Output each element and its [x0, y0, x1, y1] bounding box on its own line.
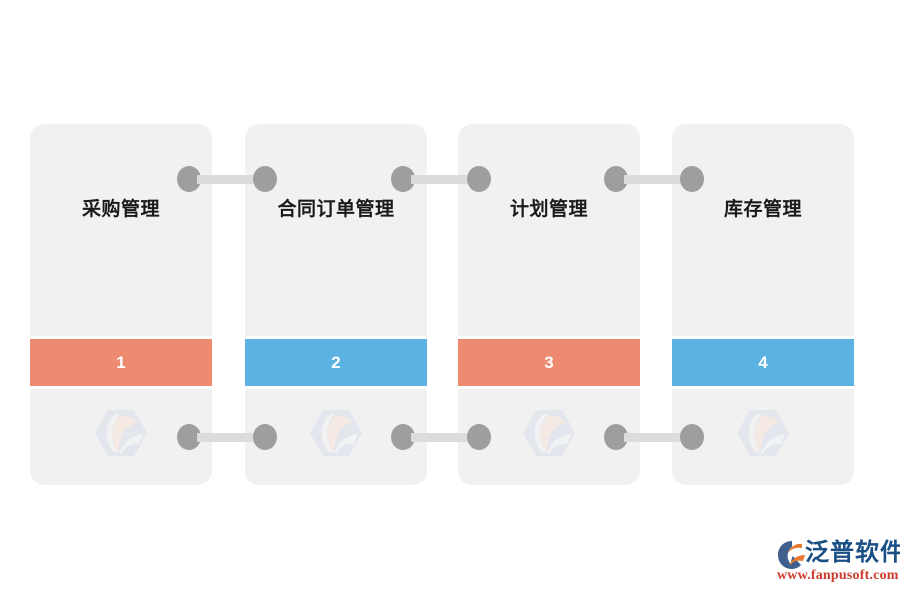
- connector-step-1-to-2-bottom: [177, 422, 277, 452]
- connector-step-2-to-3-bottom: [391, 422, 491, 452]
- connector-step-3-to-4-top: [604, 164, 704, 194]
- step-4-header-panel: 库存管理: [672, 124, 854, 336]
- step-1-number-bar[interactable]: 1: [30, 339, 212, 386]
- step-1-title: 采购管理: [81, 199, 160, 220]
- connector-dot-right: [253, 424, 277, 450]
- step-4-title: 库存管理: [723, 199, 802, 220]
- connector-line: [411, 432, 471, 442]
- brand-url: www.fanpusoft.com: [777, 568, 899, 583]
- step-4-number-bar[interactable]: 4: [672, 339, 854, 386]
- step-3-title: 计划管理: [509, 199, 588, 220]
- step-3-number-bar[interactable]: 3: [458, 339, 640, 386]
- step-1-number: 1: [116, 352, 126, 372]
- connector-dot-right: [467, 166, 491, 192]
- brand-name: 泛普软件: [805, 539, 900, 566]
- connector-line: [411, 174, 471, 184]
- step-2-number-bar[interactable]: 2: [245, 339, 427, 386]
- fanpu-logo-icon: [736, 408, 790, 458]
- connector-step-3-to-4-bottom: [604, 422, 704, 452]
- step-1-header-panel: 采购管理: [30, 124, 212, 336]
- connector-dot-right: [253, 166, 277, 192]
- brand-watermark: 泛普软件 www.fanpusoft.com: [777, 536, 900, 588]
- step-2-title: 合同订单管理: [277, 199, 395, 220]
- fanpu-logo-icon: [777, 540, 807, 570]
- step-3-number: 3: [544, 352, 554, 372]
- fanpu-logo-icon: [309, 408, 363, 458]
- connector-step-2-to-3-top: [391, 164, 491, 194]
- fanpu-logo-icon: [94, 408, 148, 458]
- connector-step-1-to-2-top: [177, 164, 277, 194]
- step-2-number: 2: [331, 352, 341, 372]
- connector-line: [624, 432, 684, 442]
- step-2-header-panel: 合同订单管理: [245, 124, 427, 336]
- connector-line: [624, 174, 684, 184]
- connector-line: [197, 174, 257, 184]
- connector-dot-right: [467, 424, 491, 450]
- step-1-footer-panel: [30, 389, 212, 485]
- connector-line: [197, 432, 257, 442]
- fanpu-logo-icon: [522, 408, 576, 458]
- step-3-header-panel: 计划管理: [458, 124, 640, 336]
- connector-dot-right: [680, 166, 704, 192]
- connector-dot-right: [680, 424, 704, 450]
- step-4-number: 4: [758, 352, 768, 372]
